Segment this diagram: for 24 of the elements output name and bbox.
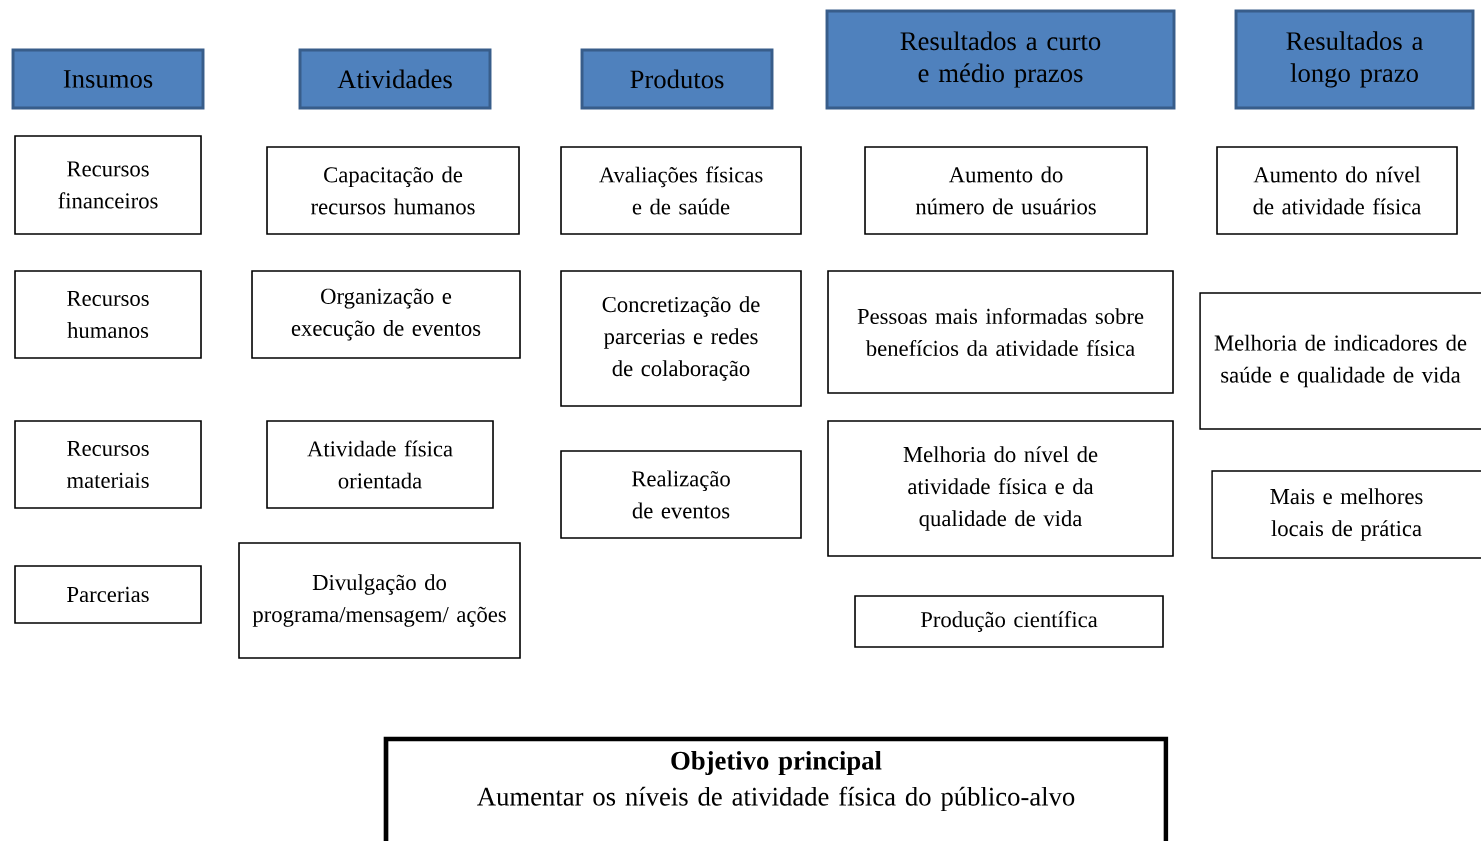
column-header: Resultados a curto e médio prazos	[825, 9, 1176, 110]
text-box: Pessoas mais informadas sobre benefícios da atividade física	[827, 270, 1174, 394]
column-header: Resultados a longo prazo	[1234, 9, 1475, 110]
text-box: Organização e execução de eventos	[251, 270, 521, 359]
text-box: Concretização de parcerias e redes de colaboração	[560, 270, 802, 407]
text-box: Melhoria do nível de atividade física e da qualidade de vida	[827, 420, 1174, 557]
text-box: Atividade física orientada	[266, 420, 494, 509]
text-box: Recursos materiais	[14, 420, 202, 509]
text-box: Mais e melhores locais de prática	[1211, 470, 1481, 559]
text-box: Parcerias	[14, 565, 202, 624]
text-box: Capacitação de recursos humanos	[266, 146, 520, 235]
column-header: Produtos	[580, 48, 774, 110]
text-box: Divulgação do programa/mensagem/ ações	[238, 542, 521, 659]
text-box: Aumento do nível de atividade física	[1216, 146, 1458, 235]
objective-box: Objetivo principal Aumentar os níveis de atividade física do público-alvo	[383, 736, 1169, 841]
text-box: Produção científica	[854, 595, 1164, 648]
text-box: Aumento do número de usuários	[864, 146, 1148, 235]
column-header: Insumos	[11, 48, 205, 110]
text-box: Recursos humanos	[14, 270, 202, 359]
text-box: Melhoria de indicadores de saúde e qualidade de vida	[1199, 292, 1481, 430]
text-box: Realização de eventos	[560, 450, 802, 539]
text-box: Avaliações físicas e de saúde	[560, 146, 802, 235]
text-box: Recursos financeiros	[14, 135, 202, 235]
column-header: Atividades	[298, 48, 492, 110]
